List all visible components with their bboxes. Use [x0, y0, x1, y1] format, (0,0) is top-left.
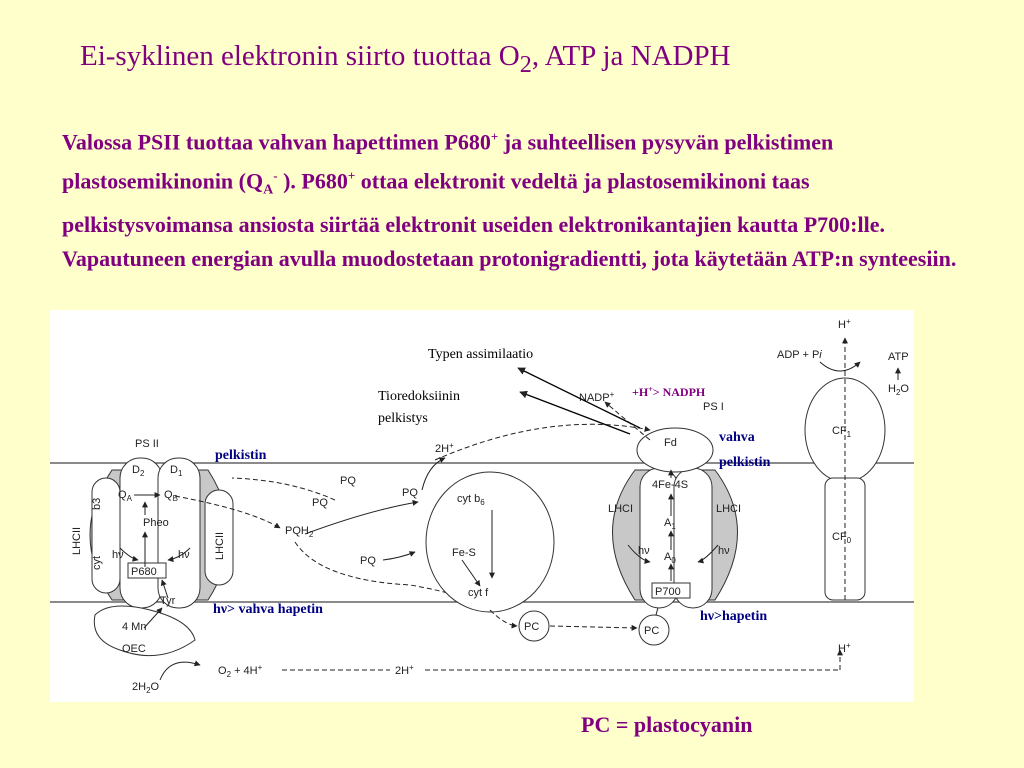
atp-h-bottom: H+ [838, 641, 851, 655]
psii-light-arrow-right [167, 547, 191, 563]
cyt-label: cyt [91, 556, 103, 570]
psi-title: PS I [703, 401, 724, 413]
p700-box [651, 582, 691, 599]
pqh2-label: PQH2 [285, 525, 314, 539]
fes-to-cytf-arrow [461, 559, 481, 587]
adp-label: ADP + Pi [777, 349, 822, 361]
p680-box [127, 562, 167, 579]
pq-label-3: PQ [360, 555, 376, 567]
hv-vahva-hapetin-label: hν> vahva hapetin [213, 602, 323, 617]
tyr-to-p680-arrow [160, 579, 169, 599]
o2-label: O2 + 4H+ [218, 663, 263, 679]
pq-label-2: PQ [312, 497, 328, 509]
d1-subunit [157, 457, 201, 609]
pq-recycle-arrow [382, 551, 416, 561]
photosystem-i [612, 427, 738, 609]
mn-label: 4 Mn [122, 621, 146, 633]
proton-release-arrow [421, 457, 446, 491]
psi-light-arrow-left [627, 544, 651, 564]
a1-label: A1 [664, 517, 676, 531]
hv-left-label: hν [112, 549, 124, 561]
cf0-label: CF0 [832, 531, 852, 545]
atp-h2o-label: H2O [888, 383, 909, 397]
pelkistin-label: pelkistin [215, 448, 267, 463]
hv-right-label: hν [178, 549, 190, 561]
psii-title: PS II [135, 438, 159, 450]
pc-label-1: PC [524, 621, 539, 633]
pq-binding-arrow [231, 477, 336, 501]
nadph-label: +H+> NADPH [632, 385, 706, 399]
cytochrome-b6f [425, 471, 555, 613]
psi-hv-left: hν [638, 545, 650, 557]
fe4s-label: 4Fe-4S [652, 479, 688, 491]
cf1-label: CF1 [832, 425, 852, 439]
psii-light-arrow-left [119, 547, 139, 562]
cytf-to-pc-arrow [489, 609, 518, 629]
d1-label: D1 [170, 464, 183, 478]
h-bottom-label: 2H+ [395, 663, 414, 677]
psi-light-arrow-right [697, 544, 719, 564]
z-scheme-svg: PS II D2 D1 QA QB b3 cyt LHCII LHCII Phe… [50, 317, 914, 695]
a0-label: A0 [664, 551, 676, 565]
water-label: 2H2O [132, 681, 160, 695]
fes-label: Fe-S [452, 547, 476, 559]
tioredoksiinin-label: Tioredoksiinin [378, 389, 460, 404]
fd-oval [636, 427, 714, 473]
pqh2-to-cytb6-arrow [304, 499, 419, 535]
fd-to-typen-arrow [517, 367, 641, 429]
oec-label: OEC [122, 643, 146, 655]
pheo-label: Pheo [143, 517, 169, 529]
footer-plastocyanin: PC = plastocyanin [581, 712, 753, 737]
b3-label: b3 [91, 498, 103, 510]
body-paragraph: Valossa PSII tuottaa vahvan hapettimen P… [62, 129, 957, 272]
pc-circle-2 [638, 614, 670, 646]
pc-label-2: PC [644, 625, 659, 637]
thylakoid-diagram: PS II D2 D1 QA QB b3 cyt LHCII LHCII Phe… [50, 310, 914, 702]
cytb6-label: cyt b6 [457, 493, 485, 507]
pq-label-4: PQ [402, 487, 418, 499]
d2-subunit [119, 457, 163, 609]
vahva-label: vahva [719, 430, 755, 445]
p700-label: P700 [655, 586, 681, 598]
pc-transfer-arrow [549, 624, 638, 631]
pc-circle-1 [518, 610, 550, 642]
lhci-left-label: LHCI [608, 503, 633, 515]
ferredoxin-cycle-arrow [434, 423, 651, 461]
hv-hapetin-label: hν>hapetin [700, 609, 767, 624]
lhci-right-label: LHCI [716, 503, 741, 515]
lhcii-left-label: LHCII [71, 527, 83, 555]
b3-cyt-rod [91, 477, 121, 594]
p680-label: P680 [131, 566, 157, 578]
qa-label: QA [118, 489, 133, 503]
atp-label: ATP [888, 351, 909, 363]
qb-label: QB [164, 489, 178, 503]
water-oxidation-arrow [159, 660, 201, 681]
pq-label-1: PQ [340, 475, 356, 487]
lhcii-right-label: LHCII [214, 532, 226, 560]
nadp-label: NADP+ [579, 390, 615, 404]
fd-label: Fd [664, 437, 677, 449]
h-top-label: 2H+ [435, 441, 454, 455]
slide-title: Ei-syklinen elektronin siirto tuottaa O2… [80, 40, 731, 78]
vahva-pelkistin-label: pelkistin [719, 455, 771, 470]
lhcii-inner-rod [204, 489, 234, 586]
fd-to-nadp-arrow [604, 401, 651, 441]
psi-hv-right: hν [718, 545, 730, 557]
mn-to-tyr-arrow [143, 607, 163, 629]
tyr-label: Tyr [160, 595, 176, 607]
qb-to-pqh2-arrow [174, 495, 281, 529]
cytf-label: cyt f [468, 587, 489, 599]
atp-h-top: H+ [838, 317, 851, 331]
pelkistys-label: pelkistys [378, 411, 428, 426]
typen-assimilaatio-label: Typen assimilaatio [428, 347, 533, 362]
d2-label: D2 [132, 464, 145, 478]
adp-to-atp-arrow [819, 361, 861, 372]
oec-loop [93, 605, 196, 657]
fd-to-tioredoksiini-arrow [519, 390, 631, 435]
